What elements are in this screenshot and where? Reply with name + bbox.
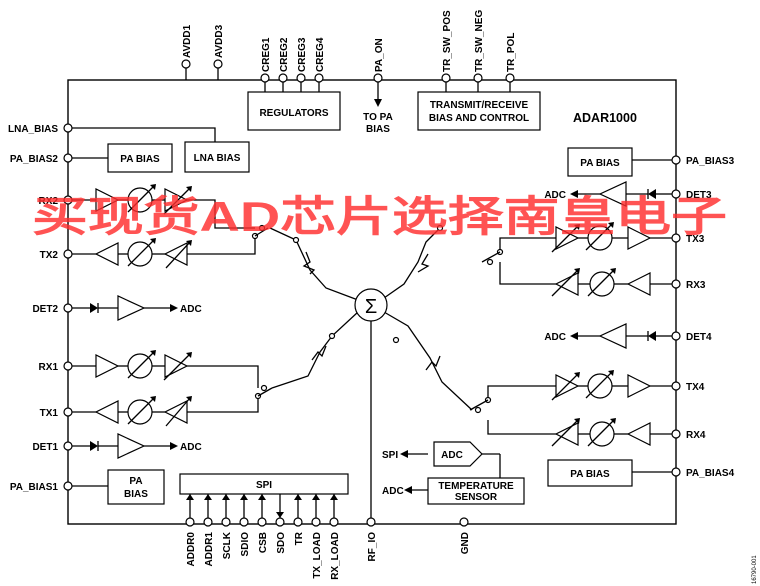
pin-tr-pol: TR_POL xyxy=(506,33,517,72)
pa-bias-block-left-top xyxy=(107,143,173,173)
pin-tx2: TX2 xyxy=(40,250,59,261)
spi-adc-section: SPI ADC ADC TEMPERATURE SENSOR xyxy=(382,441,525,505)
left-pins: LNA_BIAS PA_BIAS2 RX2 TX2 DET2 RX1 TX1 D… xyxy=(8,123,73,493)
spi-block-label: SPI xyxy=(256,480,272,491)
pin-creg3: CREG3 xyxy=(297,37,308,72)
adc-block xyxy=(433,441,483,467)
pin-pa-on: PA_ON xyxy=(374,38,385,72)
pin-lna-bias: LNA_BIAS xyxy=(8,124,58,135)
pin-rx-load: RX_LOAD xyxy=(330,532,341,580)
det2-path: ADC xyxy=(72,295,202,321)
pin-csb: CSB xyxy=(258,532,269,553)
pin-tr-sw-neg: TR_SW_NEG xyxy=(474,10,485,72)
pin-creg2: CREG2 xyxy=(279,37,290,72)
pin-creg4: CREG4 xyxy=(315,37,326,72)
temp-sensor-line2: SENSOR xyxy=(455,492,498,503)
pin-sclk: SCLK xyxy=(222,531,233,559)
bottom-pins: ADDR0 ADDR1 SCLK SDIO CSB SDO TR TX_LOAD… xyxy=(185,494,471,580)
spi-output-label: SPI xyxy=(382,450,398,461)
lna-bias-label: LNA BIAS xyxy=(194,153,241,164)
pin-rx4: RX4 xyxy=(686,430,706,441)
pin-det3: DET3 xyxy=(686,190,712,201)
trx-bias-line2: BIAS AND CONTROL xyxy=(429,113,529,124)
pin-rx3: RX3 xyxy=(686,280,706,291)
pin-pa-bias3: PA_BIAS3 xyxy=(686,156,735,167)
pa-bias-right-top-label: PA BIAS xyxy=(580,158,620,169)
pa-bias-right-bottom-label: PA BIAS xyxy=(570,469,610,480)
top-pins: AVDD1 AVDD3 CREG1 CREG2 CREG3 CREG4 PA_O… xyxy=(181,10,517,107)
to-pa-bias-line1: TO PA xyxy=(363,112,393,123)
pin-addr0: ADDR0 xyxy=(186,532,197,567)
channel1-tx-path xyxy=(72,384,273,427)
channel3-tx-path xyxy=(481,222,672,266)
pin-tx4: TX4 xyxy=(686,382,705,393)
det2-adc-label: ADC xyxy=(180,304,202,315)
combiner-network: Σ xyxy=(269,224,473,520)
temp-sensor-line1: TEMPERATURE xyxy=(438,481,514,492)
channel1-rx-path xyxy=(72,350,259,388)
pa-bias-left-bottom-l1: PA xyxy=(129,476,142,487)
channel4-tx-path xyxy=(469,370,672,414)
pa-bias-block-left-bottom xyxy=(107,469,165,505)
pin-sdo: SDO xyxy=(276,532,287,554)
pin-tr-sw-pos: TR_SW_POS xyxy=(442,10,453,72)
trx-bias-line1: TRANSMIT/RECEIVE xyxy=(430,100,529,111)
pin-det4: DET4 xyxy=(686,332,712,343)
pin-avdd1: AVDD1 xyxy=(182,24,193,58)
to-pa-bias-line2: BIAS xyxy=(366,124,390,135)
pa-bias-left-top-label: PA BIAS xyxy=(120,154,160,165)
channel2-rx-path xyxy=(72,184,255,229)
temp-adc-label: ADC xyxy=(382,486,404,497)
pin-sdio: SDIO xyxy=(240,532,251,557)
pin-pa-bias1: PA_BIAS1 xyxy=(10,482,59,493)
pin-rf-io: RF_IO xyxy=(367,532,378,562)
pin-rx2: RX2 xyxy=(39,196,59,207)
channel2-tx-path xyxy=(72,224,269,269)
pin-gnd: GND xyxy=(460,532,471,554)
pin-pa-bias4: PA_BIAS4 xyxy=(686,468,735,479)
temperature-sensor-block xyxy=(427,477,525,505)
pin-pa-bias2: PA_BIAS2 xyxy=(10,154,59,165)
right-pins: PA_BIAS3 DET3 TX3 RX3 DET4 TX4 RX4 PA_BI… xyxy=(671,155,735,479)
pin-rx1: RX1 xyxy=(39,362,59,373)
pa-bias-block-right-bottom xyxy=(547,459,633,487)
det1-adc-label: ADC xyxy=(180,442,202,453)
channel4-rx-path xyxy=(487,418,672,447)
pin-avdd3: AVDD3 xyxy=(214,24,225,58)
regulators-label: REGULATORS xyxy=(259,108,328,119)
regulators-block xyxy=(247,91,341,131)
watermark-text: 买现货AD芯片选择南皇电子 xyxy=(32,193,727,240)
det3-adc-label: ADC xyxy=(544,190,566,201)
pa-bias-left-bottom-l2: BIAS xyxy=(124,489,148,500)
pin-creg1: CREG1 xyxy=(261,37,272,72)
det4-path: ADC xyxy=(544,323,672,349)
lna-bias-block xyxy=(184,141,250,173)
pin-tx-load: TX_LOAD xyxy=(312,532,323,579)
sigma-symbol: Σ xyxy=(365,296,377,318)
pin-tx1: TX1 xyxy=(40,408,59,419)
spi-block xyxy=(179,473,349,495)
pin-det1: DET1 xyxy=(32,442,58,453)
pa-bias-block-right-top xyxy=(567,147,633,177)
chip-title: ADAR1000 xyxy=(573,111,637,125)
pin-addr1: ADDR1 xyxy=(204,532,215,567)
det4-adc-label: ADC xyxy=(544,332,566,343)
det3-path: ADC xyxy=(544,181,672,207)
trx-bias-control-block xyxy=(417,91,541,131)
adc-block-label: ADC xyxy=(441,450,463,461)
figure-number: 16790-001 xyxy=(752,555,758,584)
det1-path: ADC xyxy=(72,433,202,459)
pin-tr: TR xyxy=(294,531,305,545)
pin-tx3: TX3 xyxy=(686,234,705,245)
pin-det2: DET2 xyxy=(32,304,58,315)
channel3-rx-path xyxy=(499,262,672,297)
